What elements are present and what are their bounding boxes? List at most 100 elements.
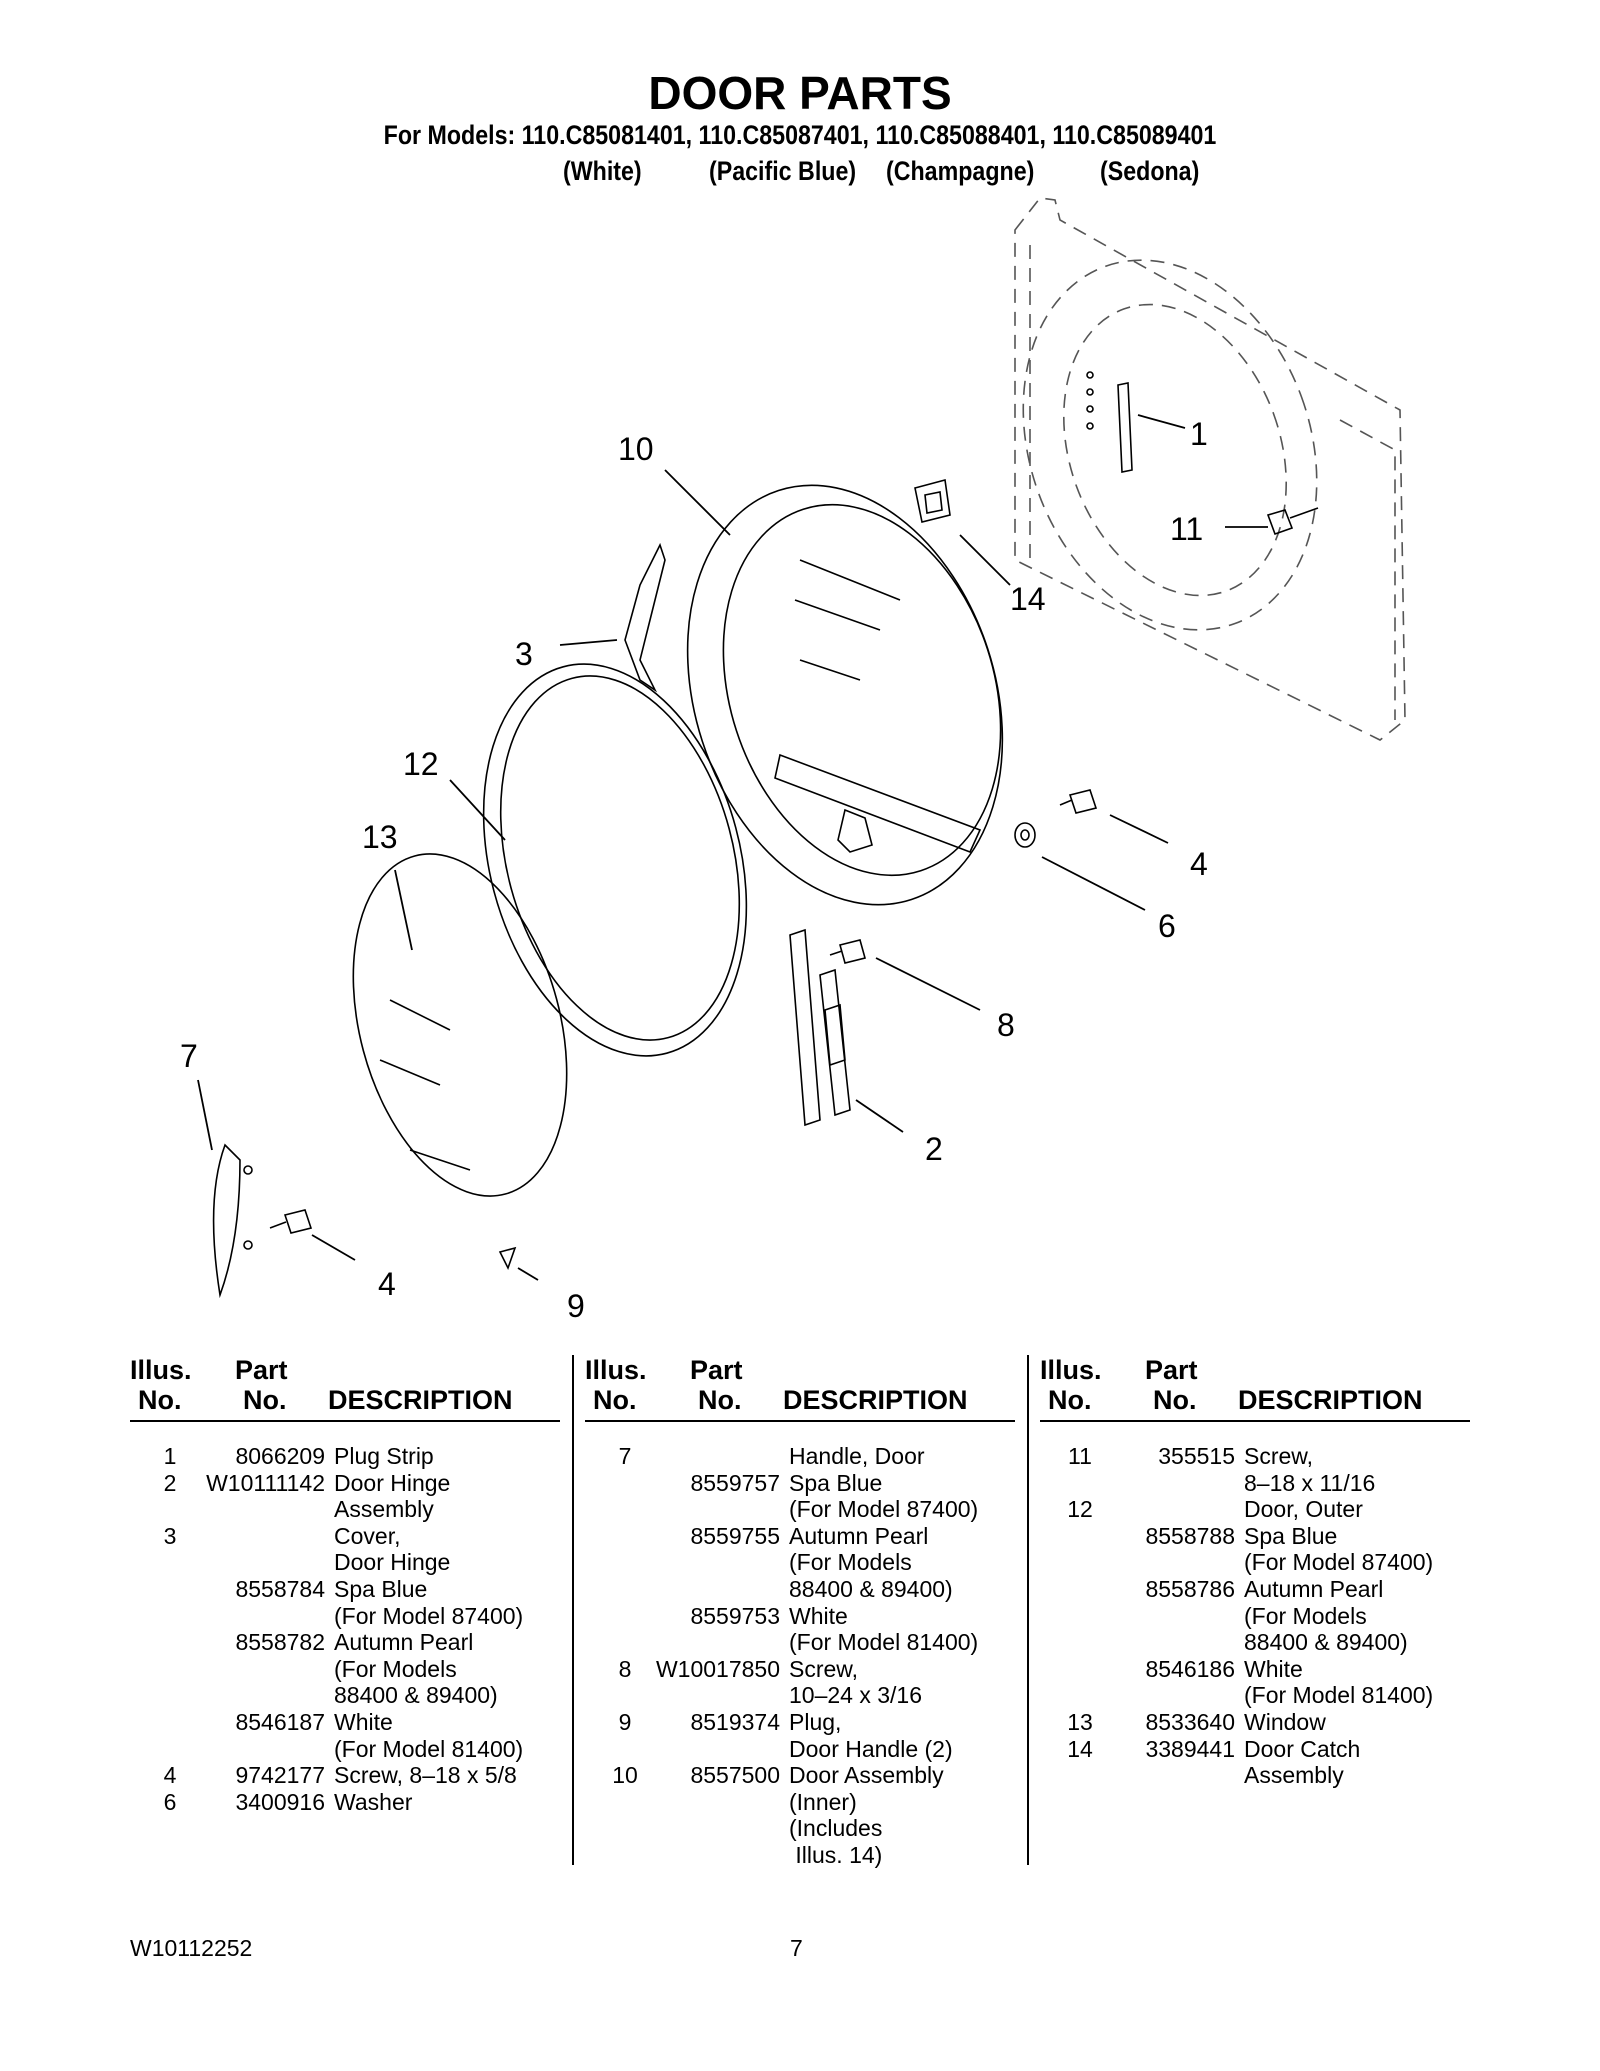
outer-door <box>482 663 748 1057</box>
part-number: 8558784 <box>235 1575 325 1602</box>
part-description: Handle, Door <box>789 1443 925 1469</box>
callout-8: 8 <box>997 1007 1015 1043</box>
callout-14: 14 <box>1010 581 1046 617</box>
part-description: White <box>1244 1655 1303 1682</box>
table-row: (For Model 81400) <box>1060 1682 1470 1709</box>
part-description: (Inner) <box>789 1788 857 1815</box>
illus-number: 4 <box>163 1762 177 1789</box>
color-champagne: (Champagne) <box>886 156 1035 186</box>
illus-number: 1 <box>163 1443 177 1469</box>
table-row: Illus. 14) <box>605 1842 1015 1869</box>
table-row: (For Model 81400) <box>150 1736 560 1763</box>
part-description: 88400 & 89400) <box>789 1575 953 1602</box>
table-row: 1 8066209 Plug Strip <box>150 1443 560 1470</box>
part-number: 8546186 <box>1145 1655 1235 1682</box>
part-description: Door Hinge <box>334 1549 451 1576</box>
part-number: 355515 <box>1158 1443 1235 1469</box>
part-description: (For Models <box>789 1549 912 1576</box>
callout-4-right: 4 <box>1190 846 1208 882</box>
part-description: White <box>789 1602 848 1629</box>
table-row: (Includes <box>605 1815 1015 1842</box>
part-description: Spa Blue <box>334 1575 428 1602</box>
illus-number: 3 <box>163 1522 177 1549</box>
callout-11: 11 <box>1170 511 1203 547</box>
part-description: Door Hinge <box>334 1469 451 1496</box>
table-row: (For Model 87400) <box>150 1603 560 1630</box>
part-number: 8558786 <box>1145 1575 1235 1602</box>
screw-8 <box>829 939 866 964</box>
part-number: 8559757 <box>690 1469 780 1496</box>
callout-6: 6 <box>1158 908 1176 944</box>
inner-door-assembly <box>686 484 1004 906</box>
callout-9: 9 <box>567 1288 585 1324</box>
color-pacific-blue: (Pacific Blue) <box>709 156 857 186</box>
part-number: W10017850 <box>655 1655 780 1682</box>
door-handle-plug <box>498 1246 517 1271</box>
part-description: (For Model 87400) <box>1244 1549 1434 1576</box>
part-number: 8533640 <box>1145 1708 1235 1735</box>
table-row: 8559755 Autumn Pearl <box>605 1523 1015 1550</box>
part-description: White <box>334 1708 393 1735</box>
part-description: Washer <box>334 1788 413 1815</box>
illus-number: 8 <box>618 1655 632 1682</box>
table-row: (For Model 81400) <box>605 1629 1015 1656</box>
part-description: Assembly <box>334 1496 434 1523</box>
part-description: Window <box>1244 1708 1326 1735</box>
part-description: (For Model 81400) <box>789 1629 979 1656</box>
screw-11 <box>1266 507 1319 536</box>
part-description: Screw, <box>789 1655 859 1682</box>
illus-number: 2 <box>163 1469 177 1496</box>
table-row: 88400 & 89400) <box>605 1576 1015 1603</box>
column-divider-2 <box>1027 1355 1029 1865</box>
door-catch <box>914 478 951 523</box>
part-description: Door Handle (2) <box>789 1735 953 1762</box>
illus-number: 7 <box>618 1443 632 1469</box>
table-row: (For Models <box>605 1549 1015 1576</box>
part-description: (For Model 81400) <box>1244 1682 1434 1709</box>
part-number: 8559755 <box>690 1522 780 1549</box>
part-number: 8559753 <box>690 1602 780 1629</box>
illus-number: 12 <box>1067 1496 1093 1523</box>
illus-number: 6 <box>163 1788 177 1815</box>
part-description: (For Model 87400) <box>789 1496 979 1523</box>
part-description: 10–24 x 3/16 <box>789 1682 923 1709</box>
part-description: (For Model 87400) <box>334 1602 524 1629</box>
part-description: Plug, <box>789 1708 842 1735</box>
table-row: 12 Door, Outer <box>1060 1496 1470 1523</box>
table-row: (For Model 87400) <box>1060 1549 1470 1576</box>
exploded-parts-diagram: 1 11 10 14 3 12 13 4 6 8 7 2 4 9 <box>180 197 1406 1324</box>
part-number: 9742177 <box>235 1762 325 1789</box>
leader-lines <box>197 414 1268 1281</box>
part-description: Door, Outer <box>1244 1496 1363 1523</box>
part-description: Door Catch <box>1244 1735 1361 1762</box>
part-description: Plug Strip <box>334 1443 434 1469</box>
cabinet-front-panel <box>1014 197 1406 741</box>
part-description: Autumn Pearl <box>789 1522 929 1549</box>
header-rule-2 <box>585 1420 1015 1422</box>
table-row: 88400 & 89400) <box>150 1682 560 1709</box>
callout-10: 10 <box>618 431 654 467</box>
part-description: Screw, <box>1244 1443 1314 1469</box>
part-description: (For Models <box>1244 1602 1367 1629</box>
model-list: For Models: 110.C85081401, 110.C85087401… <box>383 120 1217 150</box>
callout-4-left: 4 <box>378 1266 396 1302</box>
table-row: Door Handle (2) <box>605 1736 1015 1763</box>
table-row: 8546186 White <box>1060 1656 1470 1683</box>
illus-number: 10 <box>612 1762 638 1789</box>
callout-7: 7 <box>180 1038 198 1074</box>
part-number: 8066209 <box>235 1443 325 1469</box>
page-title: DOOR PARTS <box>648 67 952 119</box>
illus-number: 14 <box>1067 1735 1093 1762</box>
